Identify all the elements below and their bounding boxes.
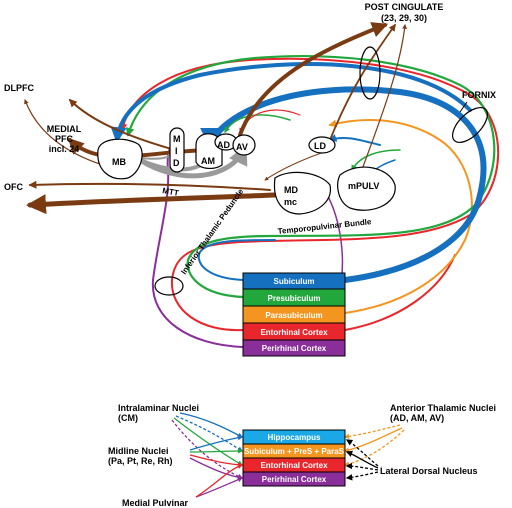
- source-box-parasubiculum: Parasubiculum: [242, 305, 346, 324]
- source-box-label: Subiculum: [274, 277, 315, 286]
- temporopulvinar-label: Temporopulvinar Bundle: [277, 217, 372, 236]
- midline-node: [169, 127, 185, 173]
- mb-node: [97, 138, 143, 180]
- legend-right-arrows: [343, 424, 405, 481]
- md-node: [273, 171, 331, 215]
- itp-ellipse: [154, 276, 184, 296]
- parasubiculum-tract: [328, 119, 473, 314]
- source-box-perirhinal: Perirhinal Cortex: [242, 339, 346, 357]
- fornix-ellipse: [452, 107, 488, 143]
- thalamic-outputs: [24, 22, 407, 215]
- post-cingulate-areas: (23, 29, 30): [381, 13, 427, 23]
- ad-label: AD: [217, 140, 230, 150]
- midline-to-medial-pfc: [68, 98, 176, 151]
- medial-pfc-label-2: PFC: [55, 134, 74, 144]
- subiculum-to-mb: [110, 62, 472, 144]
- source-box-label: Entorhinal Cortex: [260, 328, 328, 337]
- av-node: [232, 134, 256, 156]
- legend-box-label: Entorhinal Cortex: [260, 461, 328, 470]
- legend-left-arrows: [171, 412, 244, 498]
- legend-box-label: Hippocampus: [268, 433, 321, 442]
- medial-pfc-label-1: MEDIAL: [47, 124, 82, 134]
- medial-pfc-label-3: incl. 24: [49, 144, 80, 154]
- source-box-label: Parasubiculum: [265, 311, 322, 320]
- legend-box-label: Perirhinal Cortex: [262, 475, 327, 484]
- legend-medial-pulvinar: Medial Pulvinar: [122, 498, 189, 508]
- post-cingulate-label: POST CINGULATE: [365, 2, 444, 12]
- presubiculum-to-pulv: [351, 149, 401, 172]
- fornix-label: FORNIX: [462, 90, 496, 100]
- mc-label: mc: [284, 197, 297, 207]
- legend-box-entorhinal: Entorhinal Cortex: [242, 457, 346, 473]
- source-box-subiculum: Subiculum: [242, 272, 346, 290]
- source-box-presubiculum: Presubiculum: [242, 288, 346, 307]
- i-label: I: [175, 146, 178, 156]
- mpulv-node: [337, 166, 396, 211]
- md-label: MD: [284, 185, 298, 195]
- mpulv-label: mPULV: [348, 181, 379, 191]
- entorhinal-tract-2: [344, 254, 456, 331]
- av-label: AV: [236, 142, 248, 152]
- ofc-label: OFC: [4, 182, 23, 192]
- fornix-pointer: [459, 101, 468, 113]
- legend-midline-2: (Pa, Pt, Re, Rh): [108, 456, 173, 466]
- mtt-label: MTT: [162, 186, 180, 198]
- am-label: AM: [201, 156, 215, 166]
- pulv-to-post-cingulate: [359, 24, 407, 176]
- legend-box-subiculum-combined: Subiculum + PreS + ParaS: [242, 443, 346, 459]
- thalamic-nuclei: [97, 127, 396, 215]
- md-to-ofc-2: [28, 180, 271, 191]
- legend-intralaminar-1: Intralaminar Nuclei: [118, 403, 199, 413]
- legend-anterior-2: (AD, AM, AV): [390, 413, 444, 423]
- dlpfc-label: DLPFC: [4, 83, 34, 93]
- source-box-label: Presubiculum: [268, 294, 321, 303]
- legend-anterior-1: Anterior Thalamic Nuclei: [390, 403, 496, 413]
- d-label: D: [173, 158, 180, 168]
- source-box-label: Perirhinal Cortex: [262, 344, 327, 353]
- subiculum-to-ld: [328, 134, 381, 146]
- m-label: M: [173, 134, 181, 144]
- entorhinal-tract: [119, 57, 500, 332]
- ld-label: LD: [314, 141, 326, 151]
- subiculum-tract-2: [197, 239, 276, 281]
- legend-box-label: Subiculum + PreS + ParaS: [244, 447, 345, 456]
- ld-node: [308, 136, 336, 154]
- subiculum-tract: [200, 86, 487, 283]
- fornix-tracts: [110, 55, 500, 349]
- legend: Hippocampus Subiculum + PreS + ParaS Ent…: [108, 403, 496, 508]
- md-to-ofc: [26, 192, 278, 215]
- source-boxes: Subiculum Presubiculum Parasubiculum Ent…: [242, 272, 346, 357]
- legend-midline-1: Midline Nuclei: [108, 446, 169, 456]
- post-cingulate-ellipse: [359, 46, 381, 100]
- mb-label: MB: [112, 157, 126, 167]
- legend-intralaminar-2: (CM): [118, 413, 138, 423]
- presubiculum-tract: [125, 55, 496, 299]
- av-to-post-cingulate: [238, 22, 388, 137]
- source-box-entorhinal: Entorhinal Cortex: [242, 322, 346, 341]
- legend-box-perirhinal: Perirhinal Cortex: [242, 471, 346, 487]
- legend-lateral-dorsal: Lateral Dorsal Nucleus: [380, 466, 478, 476]
- legend-box-hippocampus: Hippocampus: [242, 429, 346, 445]
